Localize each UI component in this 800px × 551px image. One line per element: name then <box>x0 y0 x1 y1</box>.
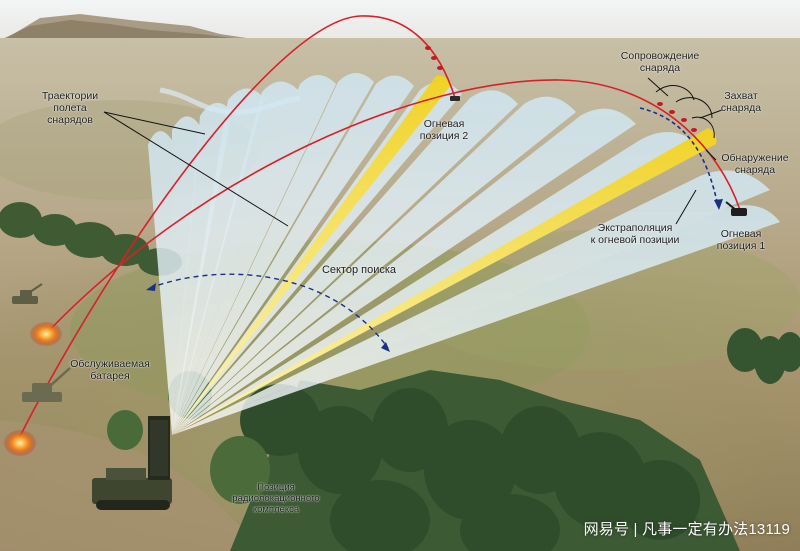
tracking-beam-1 <box>172 128 717 435</box>
label-trajectories: Траектории полета снарядов <box>41 90 99 126</box>
label-search-sector: Сектор поиска <box>321 264 397 276</box>
label-served-battery: Обслуживаемая батарея <box>70 358 150 382</box>
explosion-1 <box>30 322 62 346</box>
tracking-beam-2 <box>172 75 452 436</box>
watermark: 网易号 | 凡事一定有办法13119 <box>583 521 790 538</box>
explosion-2 <box>4 430 36 456</box>
label-firing-position-1: Огневая позиция 1 <box>716 228 766 252</box>
battery-vehicle-2 <box>22 367 71 402</box>
extrapolation-line <box>639 107 719 207</box>
label-capture: Захват снаряда <box>720 90 762 114</box>
firing-position-1-gun <box>725 201 747 216</box>
label-extrapolation: Экстраполяция к огневой позиции <box>590 222 680 246</box>
forest-right <box>727 328 800 384</box>
label-firing-position-2: Огневая позиция 2 <box>419 118 469 142</box>
trajectory-2 <box>39 79 741 341</box>
battery-vehicle-1 <box>12 283 43 304</box>
search-sector-arc <box>149 273 389 349</box>
label-radar-position: Позиция радиолокационного комплекса <box>232 482 320 515</box>
radar-vehicle <box>92 416 172 510</box>
label-tracking: Сопровождение снаряда <box>620 50 700 74</box>
forest-foreground <box>107 370 740 551</box>
label-detection: Обнаружение снаряда <box>721 152 789 176</box>
leader-lines <box>103 77 723 227</box>
firing-position-2-gun <box>450 96 460 101</box>
trajectory-1 <box>17 15 456 441</box>
shell-markers <box>425 46 697 132</box>
